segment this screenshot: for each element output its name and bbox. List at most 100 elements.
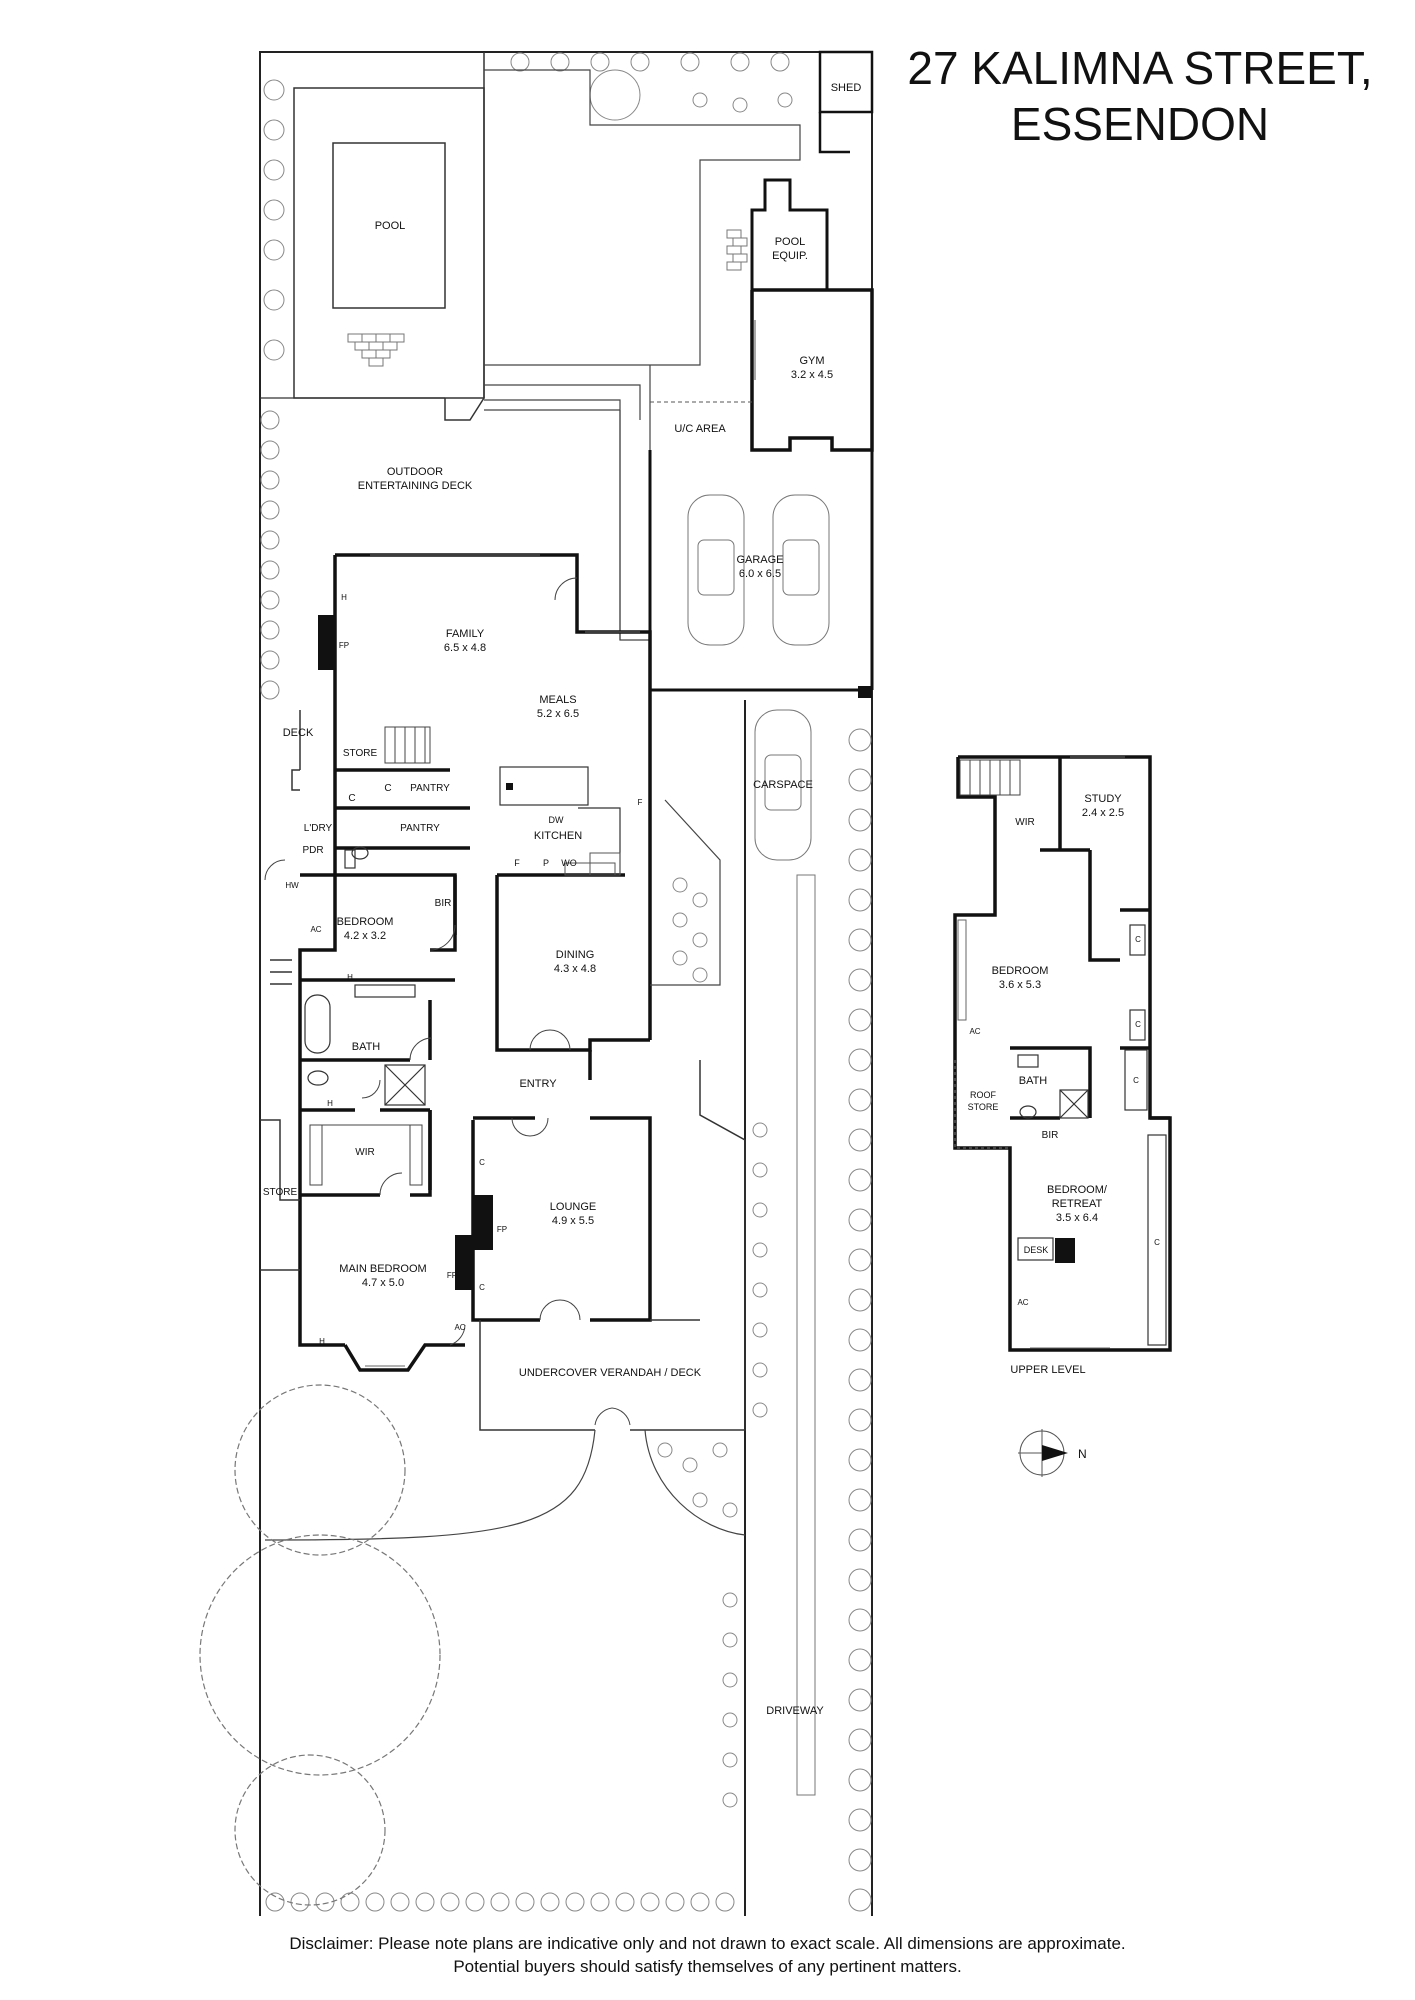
- large-trees: [199, 1384, 441, 1906]
- meals-dim: 5.2 x 6.5: [537, 708, 579, 720]
- property-title: 27 KALIMNA STREET, ESSENDON: [880, 40, 1400, 152]
- side-structures: [260, 710, 301, 1271]
- pantry-c-label: C: [384, 783, 391, 794]
- upper-roof-store-label-1: ROOF: [970, 1090, 997, 1100]
- pool-paving: [347, 333, 405, 367]
- lounge-c-label-2: C: [479, 1283, 485, 1292]
- disclaimer-line2: Potential buyers should satisfy themselv…: [453, 1957, 962, 1976]
- main-bedroom-h-label: H: [319, 1337, 325, 1346]
- uc-area-label: U/C AREA: [674, 423, 726, 435]
- garage-cars: [687, 494, 830, 646]
- hedge-bottom: [265, 1892, 735, 1912]
- upper-bath-label: BATH: [1019, 1075, 1048, 1087]
- upper-bedroom-dim: 3.6 x 5.3: [999, 979, 1041, 991]
- upper-retreat-ac-label: AC: [1017, 1298, 1028, 1307]
- upper-c-label-1: C: [1135, 935, 1141, 944]
- property-title-line1: 27 KALIMNA STREET,: [907, 42, 1373, 94]
- upper-retreat-label-1: BEDROOM/: [1047, 1184, 1108, 1196]
- upper-bedroom-label: BEDROOM: [992, 965, 1049, 977]
- store-c-label: C: [348, 793, 355, 804]
- verandah-label: UNDERCOVER VERANDAH / DECK: [519, 1367, 702, 1379]
- bedroom-fp-label: FP: [447, 1271, 457, 1280]
- bath-fixtures: [304, 846, 426, 1106]
- lounge-fp-label: FP: [497, 1225, 507, 1234]
- kitchen-label: KITCHEN: [534, 830, 582, 842]
- powder-room-label: PDR: [302, 845, 323, 856]
- store-label: STORE: [343, 748, 378, 759]
- upper-retreat-dim: 3.5 x 6.4: [1056, 1212, 1098, 1224]
- property-title-line2: ESSENDON: [1010, 98, 1270, 150]
- upper-bir-label: BIR: [1042, 1130, 1059, 1141]
- cooktop-knob: [506, 783, 513, 790]
- upper-study-dim: 2.4 x 2.5: [1082, 807, 1124, 819]
- pantry-label-2: PANTRY: [400, 823, 440, 834]
- meals-label: MEALS: [539, 694, 576, 706]
- pantry-p-label: P: [543, 858, 549, 868]
- bedroom-label: BEDROOM: [337, 916, 394, 928]
- kitchen-f-label: F: [638, 798, 643, 807]
- pool-label: POOL: [375, 220, 406, 232]
- front-paths: [264, 1429, 746, 1541]
- main-bedroom-dim: 4.7 x 5.0: [362, 1277, 404, 1289]
- driveway-label: DRIVEWAY: [766, 1705, 824, 1717]
- shed: [818, 50, 874, 154]
- bedroom-ac-label: AC: [310, 925, 321, 934]
- upper-c-label-3: C: [1133, 1076, 1139, 1085]
- upper-study-label: STUDY: [1084, 793, 1122, 805]
- upper-bath-fixtures: [1017, 924, 1167, 1346]
- fireplaces: [318, 615, 493, 1290]
- hedge-right: [848, 728, 872, 1912]
- garage-post: [858, 686, 872, 698]
- dining-label: DINING: [556, 949, 595, 961]
- fridge-label: F: [514, 858, 520, 868]
- wall-oven-label: WO: [561, 858, 577, 868]
- hot-water-label: HW: [285, 881, 299, 890]
- family-dim: 6.5 x 4.8: [444, 642, 486, 654]
- dishwasher-label: DW: [549, 815, 564, 825]
- lounge-label: LOUNGE: [550, 1201, 596, 1213]
- wir-label: WIR: [355, 1147, 374, 1158]
- upper-stairs: [959, 759, 1021, 796]
- doors: [264, 577, 631, 1426]
- gym-label: GYM: [799, 355, 824, 367]
- upper-chimney: [1055, 1238, 1075, 1263]
- family-label: FAMILY: [446, 628, 485, 640]
- disclaimer-line1: Disclaimer: Please note plans are indica…: [289, 1934, 1126, 1953]
- upper-c-label-2: C: [1135, 1020, 1141, 1029]
- lounge-c-label-1: C: [479, 1158, 485, 1167]
- wir-shelves: [309, 1124, 423, 1186]
- upper-ac-label: AC: [969, 1027, 980, 1036]
- north-compass: [1018, 1429, 1068, 1477]
- gym-dim: 3.2 x 4.5: [791, 369, 833, 381]
- dining-dim: 4.3 x 4.8: [554, 963, 596, 975]
- side-store-label: STORE: [263, 1187, 298, 1198]
- floor-plan: SHED POOL EQUIP. GYM 3.2 x 4.5 U/C AREA …: [199, 50, 1172, 1916]
- upper-level-walls: [953, 755, 1172, 1352]
- entry-label: ENTRY: [519, 1078, 557, 1090]
- wir-h-label: H: [327, 1099, 333, 1108]
- shed-label: SHED: [831, 82, 862, 94]
- gym: [750, 288, 874, 452]
- verandah: [479, 1060, 746, 1431]
- garage-dim: 6.0 x 6.5: [739, 568, 781, 580]
- bath-h-label: H: [347, 973, 353, 982]
- kitchen-island: [499, 766, 589, 806]
- house-walls: [298, 553, 652, 1372]
- pool: [332, 142, 446, 309]
- upper-window: [957, 919, 967, 1021]
- carspace-label: CARSPACE: [753, 779, 813, 791]
- family-fp-label: FP: [339, 641, 349, 650]
- hedge-top: [510, 52, 793, 121]
- laundry-label: L'DRY: [304, 823, 333, 834]
- outdoor-deck-label-2: ENTERTAINING DECK: [358, 480, 473, 492]
- carspace: [754, 709, 812, 861]
- pool-equip-paving: [726, 229, 748, 271]
- upper-c-label-4: C: [1154, 1238, 1160, 1247]
- heater-label: H: [341, 593, 347, 602]
- north-label: N: [1078, 1447, 1087, 1461]
- main-bedroom-ac-label: AC: [454, 1323, 465, 1332]
- site-boundary: [259, 51, 873, 1916]
- bedroom-bir-label: BIR: [435, 898, 452, 909]
- hedge-left: [260, 79, 285, 700]
- upper-roof-store-label-2: STORE: [968, 1102, 999, 1112]
